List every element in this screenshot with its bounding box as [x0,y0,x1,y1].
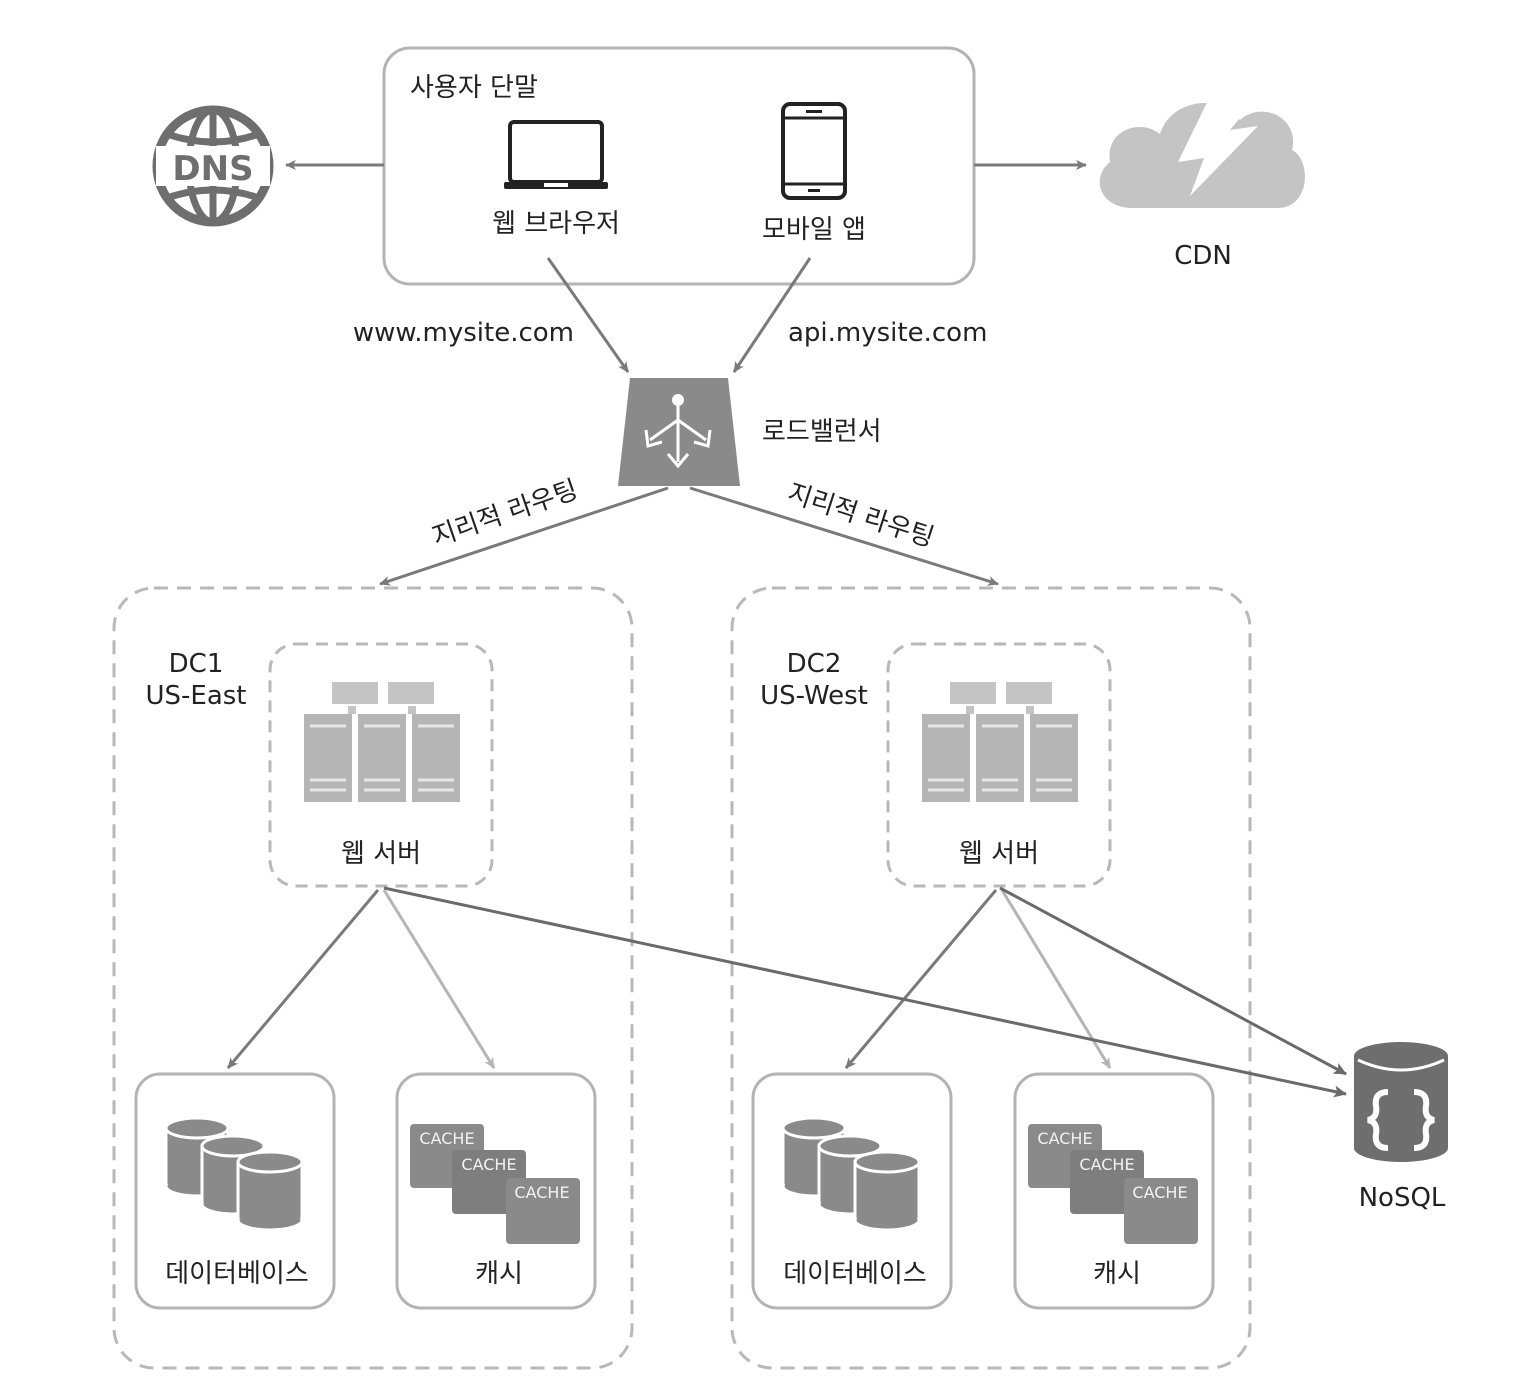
load-balancer-label: 로드밸런서 [762,417,882,447]
mobile-app-label: 모바일 앱 [762,215,866,245]
dc2-database-label: 데이터베이스 [783,1259,927,1289]
dc1-name: DC1 [169,649,224,679]
dc1-server-icon [302,680,462,804]
dc2-web-server-box [886,642,1112,888]
nosql-label: NoSQL [1359,1183,1446,1213]
arrow-dc1-web-to-nosql [383,886,1347,1098]
user-devices-title: 사용자 단말 [410,73,538,103]
arrow-lb-to-dc1 [379,486,669,586]
arrow-dc2-web-to-nosql [999,886,1347,1076]
dc1-cache-tag-1: CACHE [419,1129,474,1148]
nosql-database-icon [1354,1042,1448,1162]
dc1-web-server-box [268,642,494,888]
laptop-icon [504,120,608,189]
dc1-cache-label: 캐시 [475,1259,523,1289]
dc2-region: US-West [760,681,868,711]
dc1-web-server-label: 웹 서버 [341,839,421,869]
dc1-database-label: 데이터베이스 [165,1259,309,1289]
mobile-phone-icon [781,102,847,200]
dc2-web-server-label: 웹 서버 [959,839,1039,869]
dc2-name: DC2 [787,649,842,679]
cdn-cloud-icon [1099,88,1305,208]
arrow-dc2-web-to-db [844,889,998,1069]
dc1-cache-tag-2: CACHE [461,1155,516,1174]
arrow-lb-to-dc2 [689,486,999,586]
dc2-cache-icon: CACHE CACHE CACHE [1028,1124,1198,1244]
dc1-region: US-East [145,681,246,711]
dns-globe-icon: DNS [152,105,274,227]
dc2-cache-tag-2: CACHE [1079,1155,1134,1174]
www-domain-label: www.mysite.com [353,318,574,348]
dc1-container [112,586,634,1370]
arrow-web-to-lb [546,257,630,373]
dns-label: DNS [172,149,253,189]
web-browser-label: 웹 브라우저 [492,209,620,239]
dc2-server-icon [920,680,1080,804]
dc2-cache-label: 캐시 [1093,1259,1141,1289]
dc1-cache-icon: CACHE CACHE CACHE [410,1124,580,1244]
dc1-cache-tag-3: CACHE [514,1183,569,1202]
load-balancer-icon [618,378,740,486]
cdn-label: CDN [1174,241,1232,271]
dc2-cache-tag-1: CACHE [1037,1129,1092,1148]
dc2-container [730,586,1252,1370]
arrow-dc1-web-to-db [226,889,380,1069]
dc2-cache-tag-3: CACHE [1132,1183,1187,1202]
arrow-mobile-to-lb [732,257,812,373]
api-domain-label: api.mysite.com [788,318,987,348]
arrow-dc1-web-to-cache [382,889,496,1069]
